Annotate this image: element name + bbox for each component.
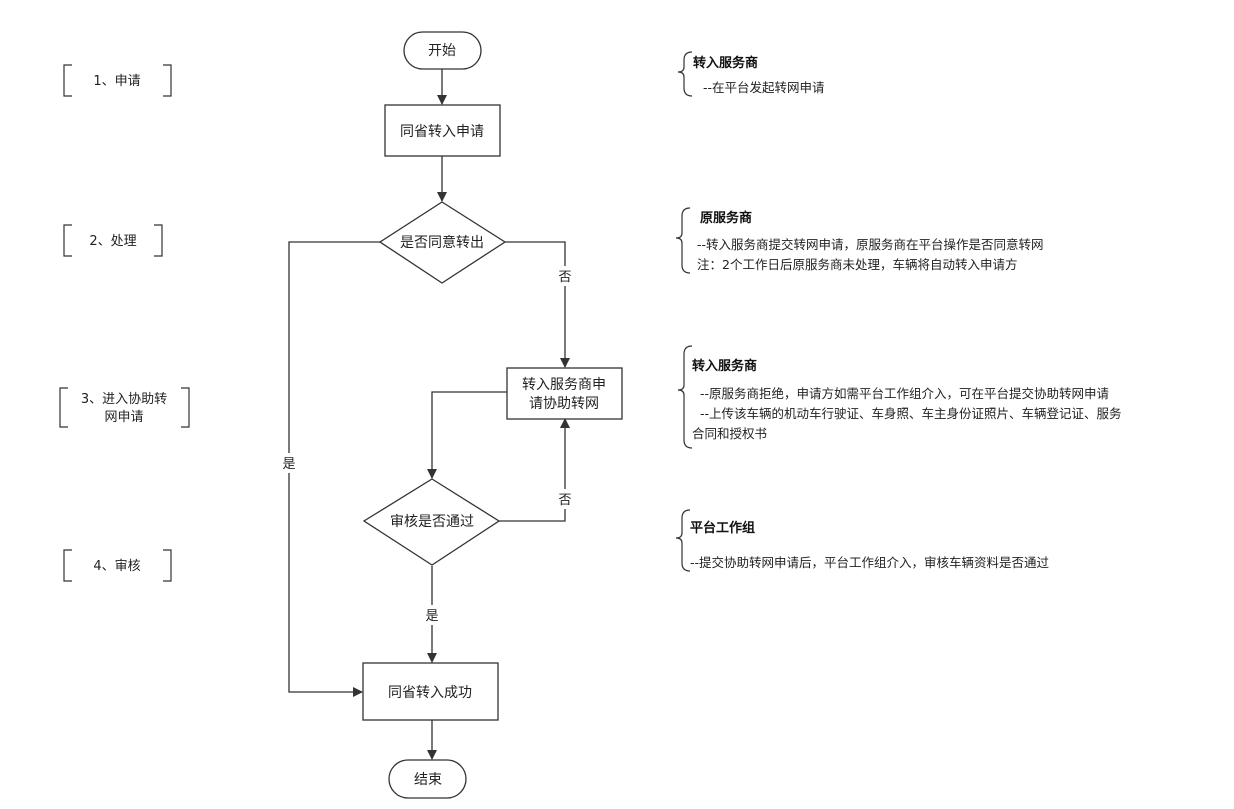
annotation-3-line-1: --原服务商拒绝，申请方如需平台工作组介入，可在平台提交协助转网申请 (700, 386, 1109, 401)
edge-label-audit-yes: 是 (422, 605, 441, 625)
node-decision-audit-text: 审核是否通过 (390, 514, 474, 530)
edge-label-agree-no-text: 否 (558, 270, 571, 285)
step-4: 4、审核 (63, 549, 172, 582)
node-end-text: 结束 (414, 772, 442, 788)
step-1-label: 1、申请 (93, 74, 140, 89)
annotation-1: 转入服务商 --在平台发起转网申请 (677, 51, 825, 97)
edge-audit-no-to-assist (499, 418, 570, 522)
step-3-left-bracket (59, 387, 68, 428)
step-1-right-bracket (163, 64, 172, 97)
annotation-1-line-1: --在平台发起转网申请 (703, 80, 825, 95)
node-start-text: 开始 (428, 43, 456, 59)
annotation-3-title: 转入服务商 (692, 358, 757, 374)
annotation-2-line-2: 注：2个工作日后原服务商未处理，车辆将自动转入申请方 (697, 257, 1017, 272)
edge-decision-yes-to-success (288, 241, 380, 697)
node-assist-apply-text-line-1: 转入服务商申 (522, 377, 606, 393)
step-4-label: 4、审核 (93, 559, 140, 574)
node-assist-apply-text-line-2: 请协助转网 (529, 396, 599, 412)
annotation-3-line-2: --上传该车辆的机动车行驶证、车身照、车主身份证照片、车辆登记证、服务 (700, 406, 1122, 421)
edge-label-audit-no: 否 (555, 489, 574, 509)
step-1-left-bracket (63, 64, 72, 97)
annotation-1-brace (677, 51, 693, 97)
step-3-label-line-1: 3、进入协助转 (81, 392, 167, 407)
annotation-4-line-1: --提交协助转网申请后，平台工作组介入，审核车辆资料是否通过 (690, 555, 1050, 570)
step-2-left-bracket (63, 224, 72, 257)
annotation-2-brace (675, 207, 691, 274)
edge-label-agree-yes-text: 是 (282, 457, 295, 472)
step-2: 2、处理 (63, 224, 163, 257)
step-3-label-line-2: 网申请 (104, 410, 143, 425)
step-4-left-bracket (63, 549, 72, 582)
node-decision-agree-text: 是否同意转出 (400, 234, 484, 251)
edge-label-audit-no-text: 否 (558, 493, 571, 508)
annotation-2-title: 原服务商 (700, 210, 752, 226)
node-assist-apply: 转入服务商申 请协助转网 (506, 367, 623, 420)
edge-assist-to-audit (427, 391, 507, 479)
node-success-text: 同省转入成功 (388, 685, 472, 701)
edge-label-agree-no: 否 (555, 266, 574, 286)
annotation-4-title: 平台工作组 (690, 520, 755, 536)
annotation-2: 原服务商 --转入服务商提交转网申请，原服务商在平台操作是否同意转网 注：2个工… (675, 207, 1044, 274)
annotation-4: 平台工作组 --提交协助转网申请后，平台工作组介入，审核车辆资料是否通过 (675, 509, 1050, 572)
edge-label-agree-yes: 是 (279, 453, 298, 473)
annotation-4-brace (675, 509, 691, 572)
annotation-1-title: 转入服务商 (693, 55, 758, 71)
step-3: 3、进入协助转 网申请 (59, 387, 190, 428)
step-4-right-bracket (163, 549, 172, 582)
annotation-3-brace (677, 345, 693, 449)
annotation-2-line-1: --转入服务商提交转网申请，原服务商在平台操作是否同意转网 (697, 237, 1044, 252)
annotation-3: 转入服务商 --原服务商拒绝，申请方如需平台工作组介入，可在平台提交协助转网申请… (677, 345, 1122, 449)
node-apply: 同省转入申请 (384, 104, 501, 157)
node-decision-audit: 审核是否通过 (362, 478, 501, 566)
step-3-right-bracket (181, 387, 190, 428)
step-2-label: 2、处理 (89, 234, 136, 249)
annotation-3-line-3: 合同和授权书 (692, 426, 767, 441)
node-apply-text: 同省转入申请 (400, 124, 484, 140)
node-start: 开始 (403, 31, 482, 70)
edge-label-audit-yes-text: 是 (425, 609, 438, 624)
node-end: 结束 (388, 759, 467, 799)
edge-decision-no-to-assist (505, 241, 570, 368)
step-1: 1、申请 (63, 64, 172, 97)
node-success: 同省转入成功 (362, 662, 499, 721)
step-2-right-bracket (154, 224, 163, 257)
node-decision-agree: 是否同意转出 (378, 201, 507, 284)
